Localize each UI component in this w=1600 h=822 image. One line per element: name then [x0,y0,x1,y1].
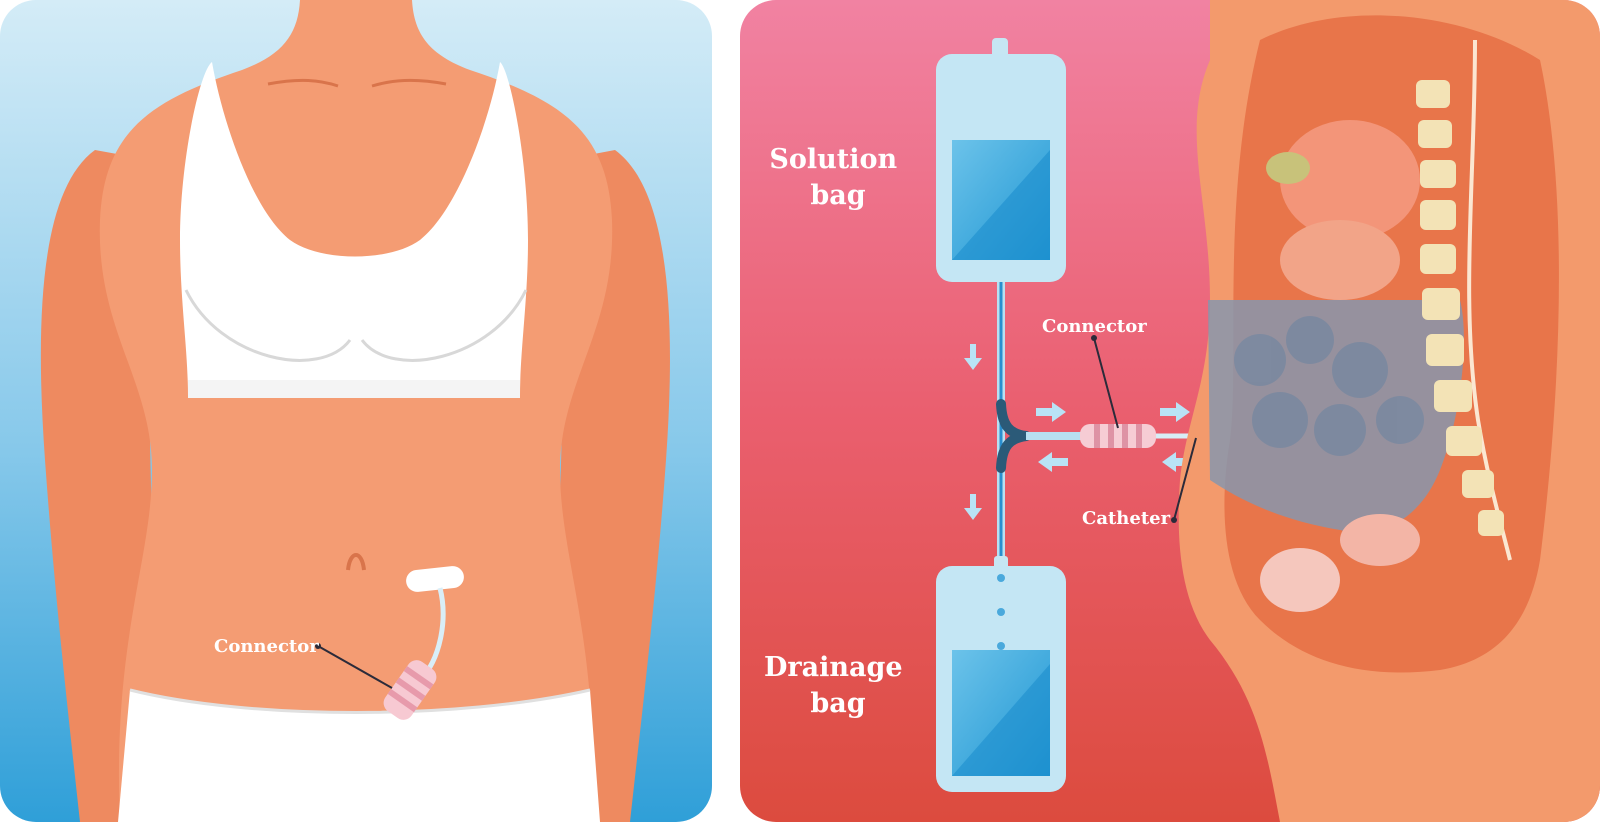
connector-leader-line-right [1093,337,1119,429]
catheter-exit-site [406,566,464,592]
intestines [1234,316,1424,456]
sports-bra [180,62,528,396]
left-arrow-1 [1038,452,1068,472]
bra-cup-right [360,289,528,362]
liver [1280,120,1420,240]
torso-illustration: Connector [0,0,712,822]
drainage-bag-label-line2: bag [810,688,865,719]
abdomen-cross-section [1178,0,1600,822]
solution-bag-label-line1: Solution [769,144,897,175]
solution-bag [936,38,1066,282]
catheter-label: Catheter [1082,508,1171,529]
connector-leader-dot [315,643,321,649]
drainage-bag [936,556,1066,792]
down-arrow-top [964,344,982,370]
connector-leader-line [317,645,393,689]
catheter-leader-dot [1171,517,1177,523]
collarbone-right [371,78,447,88]
shorts [118,690,600,822]
spinal-cord [1467,39,1512,561]
stomach [1280,220,1400,300]
catheter-leader-line [1173,437,1197,521]
drainage-bag-label-line1: Drainage [764,652,903,683]
gallbladder [1266,152,1310,184]
right-arrow-2 [1160,402,1190,422]
down-arrow-bottom [964,494,982,520]
bladder [1260,548,1340,612]
dialysis-diagram-panel: Solution bag [740,0,1600,822]
bra-cup-left [184,289,352,362]
torso-illustration-panel: Connector [0,0,712,822]
connector-label-right: Connector [1042,316,1147,337]
solution-bag-label: Solution bag [769,144,906,211]
drainage-bag-label: Drainage bag [764,652,912,719]
connector-leader-dot-right [1091,335,1097,341]
vertebrae [1416,80,1504,536]
dialysis-diagram: Solution bag [740,0,1600,822]
uterus [1340,514,1420,566]
solution-bag-label-line2: bag [810,180,865,211]
connector-device [383,660,437,720]
bra-band [188,380,520,398]
right-arrow-1 [1036,402,1066,422]
collarbone-left [267,78,339,88]
connector-label-left: Connector [214,636,319,657]
y-junction [996,399,1031,473]
connector-device-right [1080,424,1156,448]
navel [346,553,366,571]
left-arrow-2 [1162,452,1192,472]
shorts-waist-shadow [129,688,591,714]
